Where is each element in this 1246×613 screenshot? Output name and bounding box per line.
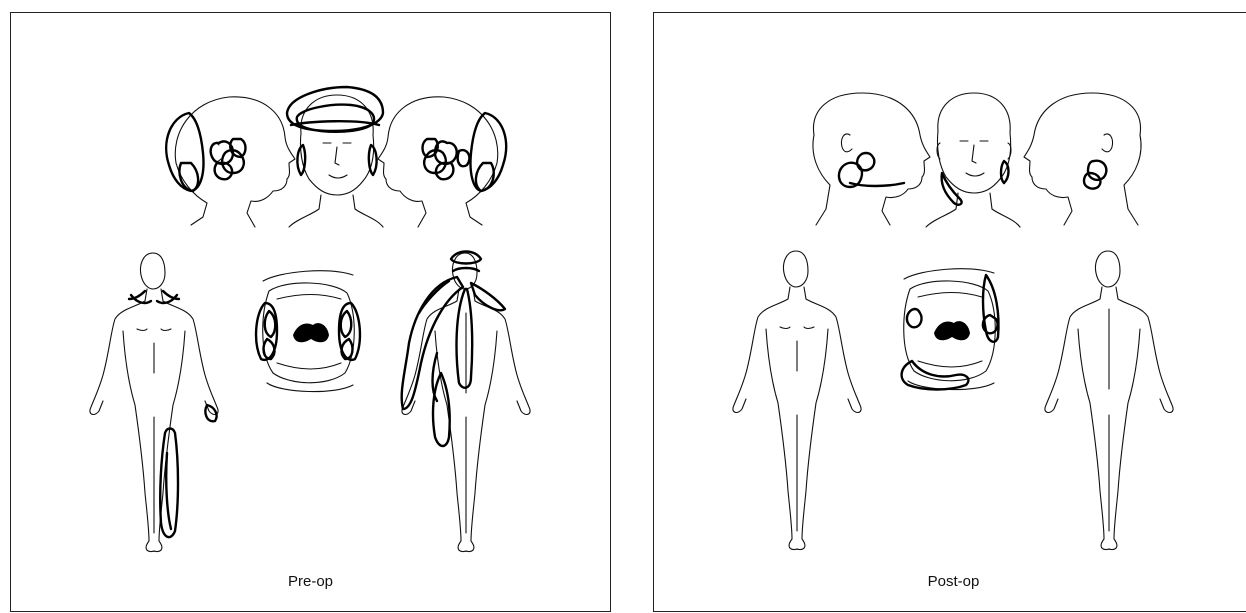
post-op-panel: Post-op	[653, 12, 1246, 612]
body-front	[733, 251, 861, 550]
head-profile-left-facing	[1024, 93, 1141, 225]
head-profile-left-facing	[378, 97, 506, 227]
open-mouth	[902, 269, 999, 390]
open-mouth	[256, 271, 360, 392]
head-profile-right-facing	[166, 97, 295, 227]
post-op-caption: Post-op	[654, 573, 1246, 590]
body-front	[90, 253, 218, 552]
pre-op-body-chart	[11, 13, 612, 613]
post-op-body-chart	[654, 13, 1246, 613]
head-frontal	[926, 93, 1020, 227]
pre-op-caption: Pre-op	[11, 573, 610, 590]
head-frontal	[287, 87, 383, 227]
pre-op-panel: Pre-op	[10, 12, 611, 612]
body-back	[1045, 251, 1173, 550]
head-profile-right-facing	[813, 93, 930, 225]
body-back	[402, 252, 530, 552]
